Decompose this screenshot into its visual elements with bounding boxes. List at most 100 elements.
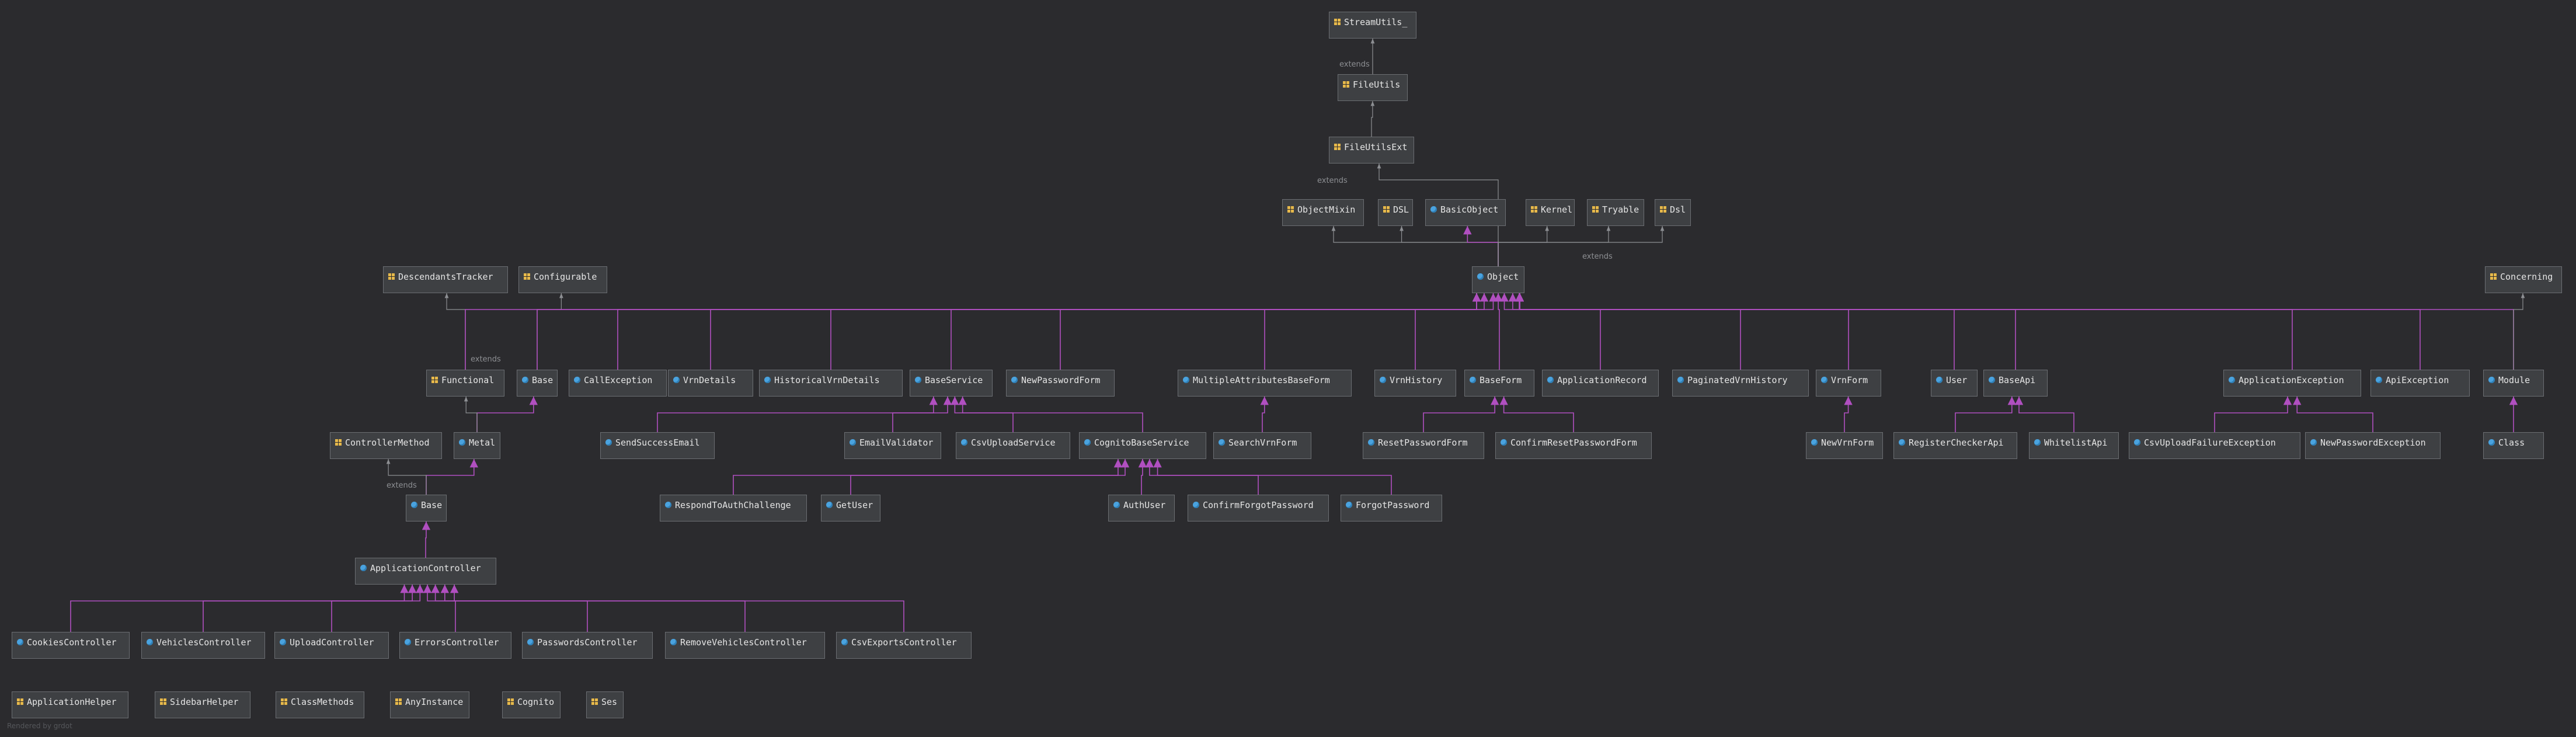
- node-file-utils-module[interactable]: FileUtils: [1338, 74, 1408, 101]
- node-send-success-email-class[interactable]: SendSuccessEmail: [600, 432, 715, 459]
- node-application-exception-class[interactable]: ApplicationException: [2223, 370, 2361, 397]
- node-new-password-exception-class[interactable]: NewPasswordException: [2305, 432, 2441, 459]
- node-csv-upload-failure-exception-class[interactable]: CsvUploadFailureException: [2129, 432, 2300, 459]
- node-label: NewPasswordForm: [1021, 375, 1101, 385]
- node-dsl-module[interactable]: DSL: [1378, 199, 1413, 226]
- node-base1-class[interactable]: Base: [517, 370, 558, 397]
- node-class-methods-module[interactable]: ClassMethods: [276, 691, 364, 718]
- node-csv-upload-service-class[interactable]: CsvUploadService: [956, 432, 1070, 459]
- node-vrn-details-class[interactable]: VrnDetails: [668, 370, 753, 397]
- node-register-checker-api-class[interactable]: RegisterCheckerApi: [1893, 432, 2017, 459]
- edge-search-vrn-form-to-multiple-attributes-base-form: [1260, 397, 1269, 432]
- node-application-controller-class[interactable]: ApplicationController: [355, 558, 496, 585]
- node-get-user-class[interactable]: GetUser: [821, 495, 880, 522]
- node-label: PaginatedVrnHistory: [1687, 375, 1788, 385]
- node-label: ConfirmForgotPassword: [1203, 500, 1314, 510]
- edge-vrn-form-to-object: [1515, 293, 1849, 370]
- node-call-exception-class[interactable]: CallException: [569, 370, 667, 397]
- node-historical-vrn-details-class[interactable]: HistoricalVrnDetails: [759, 370, 903, 397]
- node-base2-class[interactable]: Base: [406, 495, 447, 522]
- node-forgot-password-class[interactable]: ForgotPassword: [1341, 495, 1442, 522]
- node-confirm-reset-password-form-class[interactable]: ConfirmResetPasswordForm: [1495, 432, 1652, 459]
- node-ses-module[interactable]: Ses: [586, 691, 624, 718]
- node-label: FileUtils: [1353, 79, 1401, 90]
- node-upload-controller-class[interactable]: UploadController: [274, 632, 389, 659]
- node-label: VrnHistory: [1390, 375, 1443, 385]
- node-search-vrn-form-class[interactable]: SearchVrnForm: [1213, 432, 1311, 459]
- node-stream-utils-module[interactable]: StreamUtils_: [1329, 12, 1416, 39]
- node-label: ApplicationException: [2239, 375, 2344, 385]
- node-new-vrn-form-class[interactable]: NewVrnForm: [1806, 432, 1883, 459]
- node-multiple-attributes-base-form-class[interactable]: MultipleAttributesBaseForm: [1178, 370, 1352, 397]
- node-remove-vehicles-controller-class[interactable]: RemoveVehiclesController: [665, 632, 825, 659]
- edge-multiple-attributes-base-form-to-object: [1264, 293, 1489, 370]
- node-label: BasicObject: [1440, 204, 1499, 215]
- node-tryable-module[interactable]: Tryable: [1587, 199, 1644, 226]
- node-cookies-controller-class[interactable]: CookiesController: [12, 632, 130, 659]
- node-csv-exports-controller-class[interactable]: CsvExportsController: [836, 632, 972, 659]
- edge-base-api-to-object: [1515, 293, 2016, 370]
- node-kernel-module[interactable]: Kernel: [1526, 199, 1575, 226]
- edge-paginated-vrn-history-to-object: [1508, 293, 1741, 370]
- class-icon: [1936, 377, 1943, 383]
- edge-file-utils-ext-to-file-utils: [1370, 101, 1375, 137]
- node-cognito-base-service-class[interactable]: CognitoBaseService: [1079, 432, 1206, 459]
- class-icon: [1011, 377, 1018, 383]
- node-concerning-module[interactable]: Concerning: [2485, 266, 2562, 293]
- edge-cookies-controller-to-application-controller: [70, 585, 409, 632]
- node-module-class[interactable]: Module: [2483, 370, 2544, 397]
- node-dsl-module[interactable]: Dsl: [1655, 199, 1691, 226]
- node-metal-class[interactable]: Metal: [454, 432, 500, 459]
- node-respond-to-auth-challenge-class[interactable]: RespondToAuthChallenge: [660, 495, 807, 522]
- node-configurable-module[interactable]: Configurable: [518, 266, 607, 293]
- node-user-class[interactable]: User: [1931, 370, 1978, 397]
- node-descendants-tracker-module[interactable]: DescendantsTracker: [383, 266, 508, 293]
- node-vrn-history-class[interactable]: VrnHistory: [1374, 370, 1456, 397]
- node-errors-controller-class[interactable]: ErrorsController: [399, 632, 511, 659]
- node-base-service-class[interactable]: BaseService: [910, 370, 993, 397]
- node-basic-object-class[interactable]: BasicObject: [1425, 199, 1506, 226]
- node-api-exception-class[interactable]: ApiException: [2370, 370, 2470, 397]
- node-cognito-module[interactable]: Cognito: [502, 691, 561, 718]
- class-icon: [1084, 439, 1091, 446]
- class-icon: [2134, 439, 2140, 446]
- node-vehicles-controller-class[interactable]: VehiclesController: [141, 632, 265, 659]
- node-application-record-class[interactable]: ApplicationRecord: [1542, 370, 1659, 397]
- node-email-validator-class[interactable]: EmailValidator: [844, 432, 941, 459]
- node-class-class[interactable]: Class: [2483, 432, 2544, 459]
- edge-register-checker-api-to-base-api: [1955, 397, 2017, 432]
- edge-user-to-object: [1515, 293, 1955, 370]
- node-file-utils-ext-module[interactable]: FileUtilsExt: [1329, 137, 1414, 164]
- node-reset-password-form-class[interactable]: ResetPasswordForm: [1363, 432, 1484, 459]
- edge-csv-upload-failure-exception-to-application-exception: [2214, 397, 2292, 432]
- edge-new-password-exception-to-application-exception: [2293, 397, 2373, 432]
- node-any-instance-module[interactable]: AnyInstance: [390, 691, 469, 718]
- node-base-api-class[interactable]: BaseApi: [1983, 370, 2048, 397]
- node-whitelist-api-class[interactable]: WhitelistApi: [2029, 432, 2119, 459]
- node-auth-user-class[interactable]: AuthUser: [1108, 495, 1175, 522]
- node-functional-module[interactable]: Functional: [426, 370, 504, 397]
- node-label: ApplicationRecord: [1557, 375, 1647, 385]
- node-base-form-class[interactable]: BaseForm: [1464, 370, 1534, 397]
- node-controller-method-module[interactable]: ControllerMethod: [330, 432, 442, 459]
- class-icon: [17, 639, 23, 645]
- node-sidebar-helper-module[interactable]: SidebarHelper: [155, 691, 250, 718]
- node-object-mixin-module[interactable]: ObjectMixin: [1282, 199, 1364, 226]
- node-label: RegisterCheckerApi: [1909, 437, 2004, 448]
- class-icon: [1501, 439, 1507, 446]
- class-icon: [2488, 377, 2495, 383]
- node-label: VehiclesController: [156, 637, 252, 648]
- node-application-helper-module[interactable]: ApplicationHelper: [12, 691, 128, 718]
- edge-object-to-dsl: [1400, 226, 1499, 266]
- edge-functional-to-object: [465, 293, 1481, 370]
- node-label: SearchVrnForm: [1228, 437, 1297, 448]
- edge-call-exception-to-object: [617, 293, 1481, 370]
- edge-csv-upload-service-to-base-service: [951, 397, 1014, 432]
- node-confirm-forgot-password-class[interactable]: ConfirmForgotPassword: [1188, 495, 1329, 522]
- node-label: PasswordsController: [537, 637, 638, 648]
- node-new-password-form-class[interactable]: NewPasswordForm: [1006, 370, 1115, 397]
- node-passwords-controller-class[interactable]: PasswordsController: [522, 632, 653, 659]
- node-vrn-form-class[interactable]: VrnForm: [1816, 370, 1881, 397]
- node-object-class[interactable]: Object: [1472, 266, 1524, 293]
- node-paginated-vrn-history-class[interactable]: PaginatedVrnHistory: [1672, 370, 1809, 397]
